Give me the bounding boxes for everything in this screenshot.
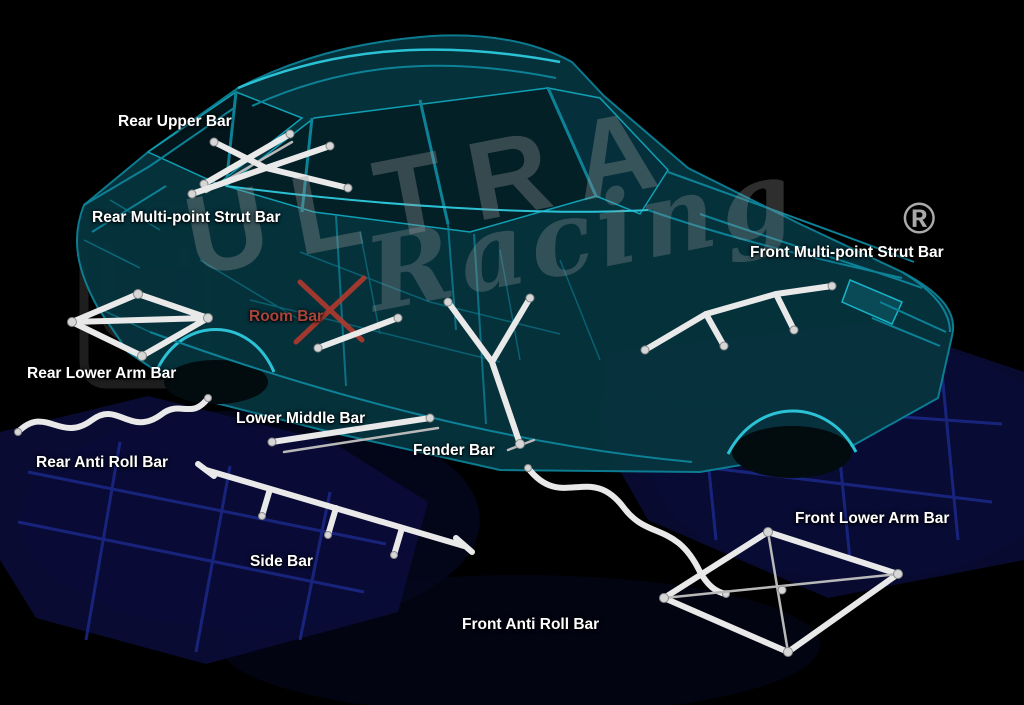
registered-trademark-symbol: ® (903, 194, 936, 243)
front-lower-arm-bar-part (659, 527, 903, 657)
label-room-bar: Room Bar (249, 308, 324, 325)
label-front-lower-arm-bar: Front Lower Arm Bar (795, 510, 950, 527)
label-rear-multi-point-strut-bar: Rear Multi-point Strut Bar (92, 209, 281, 226)
lower-middle-bar-part (267, 413, 440, 454)
rear-multi-point-strut-bar-part (187, 137, 353, 199)
rear-wheel (164, 360, 268, 404)
label-fender-bar: Fender Bar (413, 442, 495, 459)
label-rear-upper-bar: Rear Upper Bar (118, 113, 232, 130)
label-front-anti-roll-bar: Front Anti Roll Bar (462, 616, 600, 633)
front-multi-point-strut-bar-part (640, 281, 837, 355)
rear-anti-roll-bar-part (14, 394, 212, 436)
label-lower-middle-bar: Lower Middle Bar (236, 410, 366, 427)
side-bar-part (195, 461, 475, 559)
label-front-multi-point-strut-bar: Front Multi-point Strut Bar (750, 244, 944, 261)
car-body-shell (75, 34, 955, 478)
headlight (841, 279, 904, 325)
rear-lower-arm-bar-part (67, 289, 213, 361)
fender-bar-part (443, 293, 536, 452)
rear-window (146, 91, 304, 185)
front-wheel (732, 426, 852, 478)
room-bar-part (293, 275, 403, 353)
label-rear-anti-roll-bar: Rear Anti Roll Bar (36, 454, 169, 471)
underbody-chassis-left (0, 396, 428, 664)
label-side-bar: Side Bar (250, 553, 313, 570)
label-rear-lower-arm-bar: Rear Lower Arm Bar (27, 365, 177, 382)
